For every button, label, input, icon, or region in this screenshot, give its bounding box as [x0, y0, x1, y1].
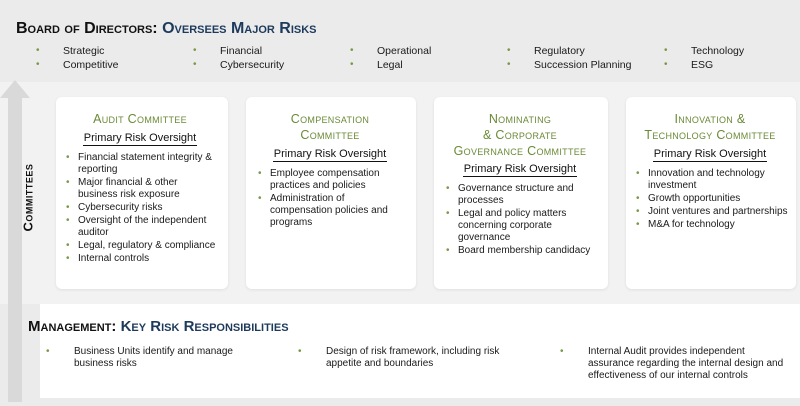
management-item: Business Units identify and manage busin… — [46, 346, 274, 370]
risk-item: Cybersecurity — [193, 58, 284, 72]
management-title-sub: Key Risk Responsibilities — [120, 318, 289, 335]
nominating-committee-card: Nominating & Corporate Governance Commit… — [434, 97, 608, 289]
committee-risk-list: Innovation and technology investment Gro… — [632, 168, 788, 231]
list-item: Internal controls — [62, 253, 218, 265]
risk-item: Strategic — [36, 44, 118, 58]
committee-title: Innovation & Technology Committee — [644, 112, 776, 142]
risk-column: Operational Legal — [350, 44, 431, 72]
risk-column: Financial Cybersecurity — [193, 44, 284, 72]
committee-title: Compensation Committee — [290, 112, 370, 142]
risk-column: Strategic Competitive — [36, 44, 118, 72]
board-title-main: Board of Directors: — [16, 20, 158, 37]
risk-item: Succession Planning — [507, 58, 631, 72]
committee-risk-list: Governance structure and processes Legal… — [442, 183, 598, 257]
list-item: Legal, regulatory & compliance — [62, 240, 218, 252]
committee-risk-list: Financial statement integrity & reportin… — [62, 152, 218, 265]
list-item: Financial statement integrity & reportin… — [62, 152, 218, 176]
list-item: Joint ventures and partnerships — [632, 206, 788, 218]
risk-column: Technology ESG — [664, 44, 744, 72]
risk-column: Regulatory Succession Planning — [507, 44, 631, 72]
arrow-up-icon — [0, 80, 30, 98]
risk-item: Operational — [350, 44, 431, 58]
risk-item: ESG — [664, 58, 744, 72]
list-item: Legal and policy matters concerning corp… — [442, 208, 598, 244]
committee-title: Nominating & Corporate Governance Commit… — [453, 112, 587, 158]
list-item: Board membership candidacy — [442, 245, 598, 257]
management-item: Design of risk framework, including risk… — [298, 346, 536, 370]
management-title: Management: Key Risk Responsibilities — [28, 318, 289, 335]
list-item: Cybersecurity risks — [62, 202, 218, 214]
committee-title: Audit Committee — [93, 112, 187, 126]
committee-subtitle: Primary Risk Oversight — [652, 148, 768, 162]
list-item: M&A for technology — [632, 219, 788, 231]
list-item: Oversight of the independent auditor — [62, 215, 218, 239]
committee-subtitle: Primary Risk Oversight — [82, 132, 198, 146]
list-item: Major financial & other business risk ex… — [62, 177, 218, 201]
list-item: Employee compensation practices and poli… — [254, 168, 406, 192]
hierarchy-arrow-shaft — [8, 96, 22, 402]
management-title-main: Management: — [28, 318, 117, 335]
committee-subtitle: Primary Risk Oversight — [462, 163, 578, 177]
innovation-committee-card: Innovation & Technology Committee Primar… — [626, 97, 796, 289]
board-title-sub: Oversees Major Risks — [162, 20, 317, 37]
compensation-committee-card: Compensation Committee Primary Risk Over… — [246, 97, 416, 289]
audit-committee-card: Audit Committee Primary Risk Oversight F… — [56, 97, 228, 289]
risk-item: Legal — [350, 58, 431, 72]
committee-subtitle: Primary Risk Oversight — [272, 148, 388, 162]
risk-item: Financial — [193, 44, 284, 58]
risk-item: Regulatory — [507, 44, 631, 58]
list-item: Administration of compensation policies … — [254, 193, 406, 229]
committee-risk-list: Employee compensation practices and poli… — [254, 168, 406, 229]
board-title: Board of Directors: Oversees Major Risks — [16, 20, 317, 38]
list-item: Governance structure and processes — [442, 183, 598, 207]
list-item: Innovation and technology investment — [632, 168, 788, 192]
management-item: Internal Audit provides independent assu… — [560, 346, 788, 382]
risk-item: Technology — [664, 44, 744, 58]
committees-label: Committees — [20, 163, 36, 232]
list-item: Growth opportunities — [632, 193, 788, 205]
risk-item: Competitive — [36, 58, 118, 72]
